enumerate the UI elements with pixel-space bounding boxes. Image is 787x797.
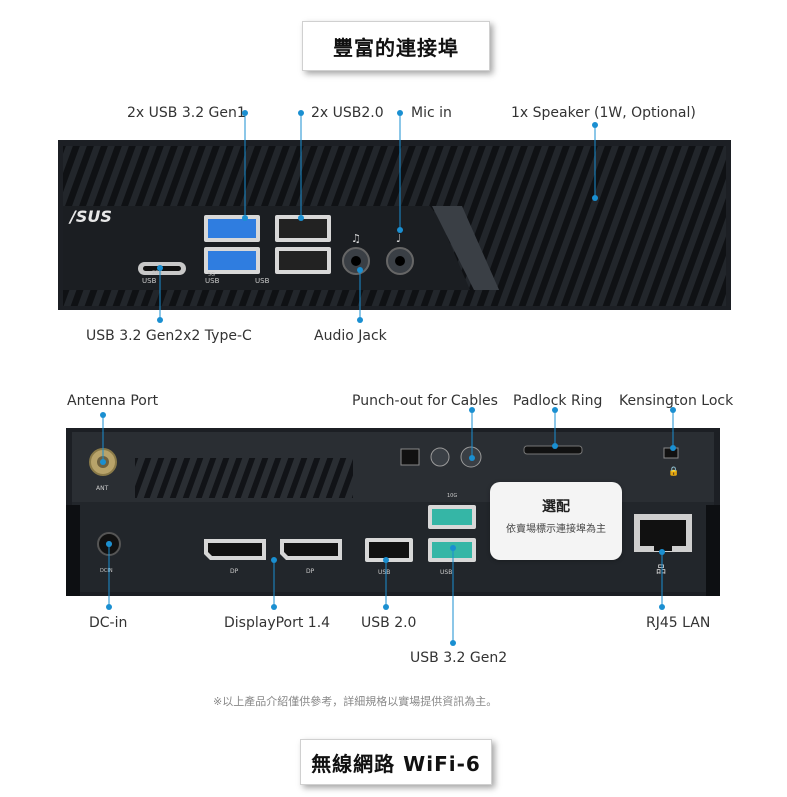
port-mark-dp2: DP xyxy=(306,568,315,575)
port-mark-10g: 10G xyxy=(447,493,457,499)
port-mark-typec: USB xyxy=(142,277,157,285)
usb20-front-ports xyxy=(275,215,331,274)
front-callout-dots xyxy=(157,110,598,323)
port-mark-usb-a1: USB xyxy=(205,277,220,285)
port-mark-5g: 5G xyxy=(208,272,215,278)
rear-callouts xyxy=(102,410,674,643)
section-title-text: 豐富的連接埠 xyxy=(333,35,459,60)
popup-subtitle: 依賣場標示連接埠為主 xyxy=(506,524,606,535)
rear-callout-dots xyxy=(100,407,676,646)
label-displayport: DisplayPort 1.4 xyxy=(224,615,331,631)
mic-jack xyxy=(386,247,414,275)
label-typec: USB 3.2 Gen2x2 Type-C xyxy=(86,328,252,344)
label-usb32-gen1: 2x USB 3.2 Gen1 xyxy=(127,105,246,121)
port-mark-usb-rear1: USB xyxy=(378,569,390,576)
front-callouts xyxy=(159,113,596,320)
disclaimer-note: ※以上產品介紹僅供參考，詳細規格以實場提供資訊為主。 xyxy=(213,695,498,708)
headphone-icon: ♫ xyxy=(351,232,361,245)
label-audio-jack: Audio Jack xyxy=(314,328,387,344)
lock-icon: 🔒 xyxy=(668,466,679,477)
punchout-cables xyxy=(400,446,482,468)
network-icon: 品 xyxy=(656,564,666,576)
label-usb32-gen2: USB 3.2 Gen2 xyxy=(410,650,508,666)
port-mark-dcin: DCIN xyxy=(100,568,113,574)
popup-title: 選配 xyxy=(542,499,570,515)
section-title-wifi-text: 無線網路 WiFi-6 xyxy=(311,751,481,776)
usb32-gen1-ports xyxy=(204,215,260,274)
label-kensington-lock: Kensington Lock xyxy=(619,393,734,409)
port-mark-usb-rear2: USB xyxy=(440,569,452,576)
label-speaker: 1x Speaker (1W, Optional) xyxy=(511,105,696,121)
audio-jack xyxy=(342,247,370,275)
port-mark-dp1: DP xyxy=(230,568,239,575)
displayport-ports xyxy=(204,539,342,560)
label-dc-in: DC-in xyxy=(89,615,128,631)
label-punchout: Punch-out for Cables xyxy=(352,393,498,409)
label-rj45-lan: RJ45 LAN xyxy=(646,615,711,631)
port-mark-usb-a2: USB xyxy=(255,277,270,285)
label-antenna-port: Antenna Port xyxy=(67,393,159,409)
port-mark-ant: ANT xyxy=(96,485,109,492)
optional-port-popup: 選配 依賣場標示連接埠為主 xyxy=(490,482,622,560)
usb20-rear-port xyxy=(365,538,413,562)
brand-logo: /SUS xyxy=(68,207,112,226)
section-title-wifi: 無線網路 WiFi-6 xyxy=(300,739,492,785)
microphone-icon: ♩ xyxy=(396,232,401,245)
rj45-port xyxy=(634,514,692,552)
front-chassis xyxy=(58,140,731,310)
label-mic-in: Mic in xyxy=(411,105,452,121)
port-mark-20g: 20G xyxy=(152,270,162,276)
section-title-ports: 豐富的連接埠 xyxy=(302,21,490,71)
label-usb20-front: 2x USB2.0 xyxy=(311,105,384,121)
label-usb20-rear: USB 2.0 xyxy=(361,615,417,631)
label-padlock-ring: Padlock Ring xyxy=(513,393,603,409)
